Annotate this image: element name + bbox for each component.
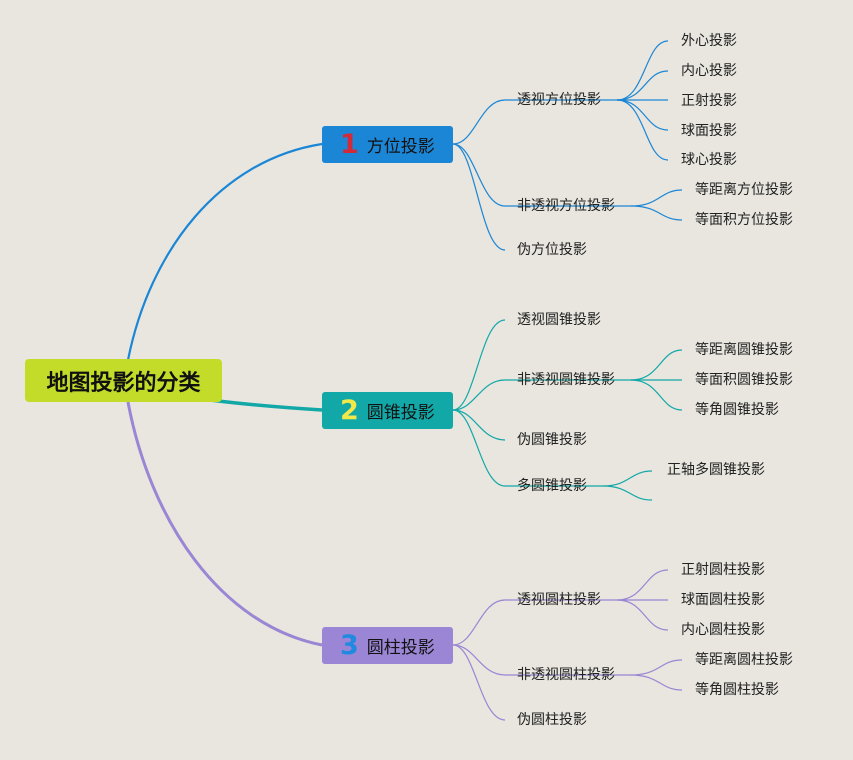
edge-b2-c4 bbox=[452, 409, 506, 487]
root-topic[interactable]: 地图投影的分类 bbox=[25, 359, 222, 402]
edge-b1c2-g1 bbox=[630, 189, 683, 207]
subtopic-polyconic[interactable]: 多圆锥投影 bbox=[517, 478, 587, 494]
edge-b2c2-g3 bbox=[630, 379, 683, 411]
leaf-topic[interactable]: 等面积方位投影 bbox=[695, 212, 793, 228]
leaf-topic[interactable]: 外心投影 bbox=[681, 33, 737, 49]
subtopic-perspective-conic[interactable]: 透视圆锥投影 bbox=[517, 312, 601, 328]
leaf-topic[interactable]: 正射圆柱投影 bbox=[681, 562, 765, 578]
subtopic-nonperspective-azimuthal[interactable]: 非透视方位投影 bbox=[517, 198, 615, 214]
edge-root-branch-1 bbox=[126, 142, 323, 361]
subtopic-nonperspective-conic[interactable]: 非透视圆锥投影 bbox=[517, 372, 615, 388]
subtopic-nonperspective-cylindrical[interactable]: 非透视圆柱投影 bbox=[517, 667, 615, 683]
branch-label: 圆柱投影 bbox=[366, 638, 435, 658]
leaf-topic[interactable]: 正射投影 bbox=[681, 93, 737, 109]
edge-b1c2-g2 bbox=[630, 205, 683, 221]
edge-root-branch-2 bbox=[209, 398, 323, 412]
branch-label: 方位投影 bbox=[366, 137, 435, 157]
edge-b3c2-g1 bbox=[630, 659, 683, 676]
edge-b1-c3 bbox=[452, 143, 506, 251]
subtopic-pseudo-conic[interactable]: 伪圆锥投影 bbox=[517, 432, 587, 448]
edge-b3-c2 bbox=[452, 644, 506, 676]
branch-number: 1 bbox=[340, 129, 359, 160]
edge-root-branch-3 bbox=[126, 401, 323, 647]
leaf-topic[interactable]: 等距离圆柱投影 bbox=[695, 652, 793, 668]
edge-b1c1-g2 bbox=[616, 70, 669, 101]
edge-b2c2-g1 bbox=[630, 349, 683, 381]
leaf-topic[interactable]: 等角圆锥投影 bbox=[695, 402, 779, 418]
edge-b1c1-g1 bbox=[616, 40, 669, 101]
subtopic-pseudo-azimuthal[interactable]: 伪方位投影 bbox=[517, 242, 587, 258]
edge-b2-c3 bbox=[452, 409, 506, 441]
leaf-topic[interactable]: 等距离方位投影 bbox=[695, 182, 793, 198]
edge-b2-c2 bbox=[452, 379, 506, 411]
leaf-topic[interactable]: 内心投影 bbox=[681, 63, 737, 79]
leaf-topic[interactable]: 等角圆柱投影 bbox=[695, 682, 779, 698]
edge-b2c4-g1 bbox=[602, 470, 653, 487]
edge-b1-c1 bbox=[452, 99, 506, 145]
edge-b3c1-g1 bbox=[616, 569, 669, 601]
branch-cylindrical[interactable]: 3 圆柱投影 bbox=[322, 627, 453, 664]
branch-azimuthal[interactable]: 1 方位投影 bbox=[322, 126, 453, 163]
leaf-topic[interactable]: 等距离圆锥投影 bbox=[695, 342, 793, 358]
subtopic-perspective-azimuthal[interactable]: 透视方位投影 bbox=[517, 92, 601, 108]
edge-b2c4-g2 bbox=[602, 485, 653, 501]
edge-b1-c2 bbox=[452, 143, 506, 207]
leaf-topic[interactable]: 球面圆柱投影 bbox=[681, 592, 765, 608]
branch-label: 圆锥投影 bbox=[366, 403, 435, 423]
edge-b2-c1 bbox=[452, 319, 506, 411]
subtopic-perspective-cylindrical[interactable]: 透视圆柱投影 bbox=[517, 592, 601, 608]
leaf-topic[interactable]: 正轴多圆锥投影 bbox=[667, 462, 765, 478]
branch-number: 3 bbox=[340, 630, 359, 661]
leaf-topic[interactable]: 等面积圆锥投影 bbox=[695, 372, 793, 388]
edge-b3c2-g2 bbox=[630, 674, 683, 691]
edge-b3-c1 bbox=[452, 599, 506, 646]
edge-b1c1-g5 bbox=[616, 99, 669, 161]
edge-b3-c3 bbox=[452, 644, 506, 721]
branch-conic[interactable]: 2 圆锥投影 bbox=[322, 392, 453, 429]
subtopic-pseudo-cylindrical[interactable]: 伪圆柱投影 bbox=[517, 712, 587, 728]
leaf-topic[interactable]: 球面投影 bbox=[681, 123, 737, 139]
leaf-topic[interactable]: 内心圆柱投影 bbox=[681, 622, 765, 638]
leaf-topic[interactable]: 球心投影 bbox=[681, 152, 737, 168]
edge-b3c1-g3 bbox=[616, 599, 669, 631]
branch-number: 2 bbox=[340, 395, 359, 426]
